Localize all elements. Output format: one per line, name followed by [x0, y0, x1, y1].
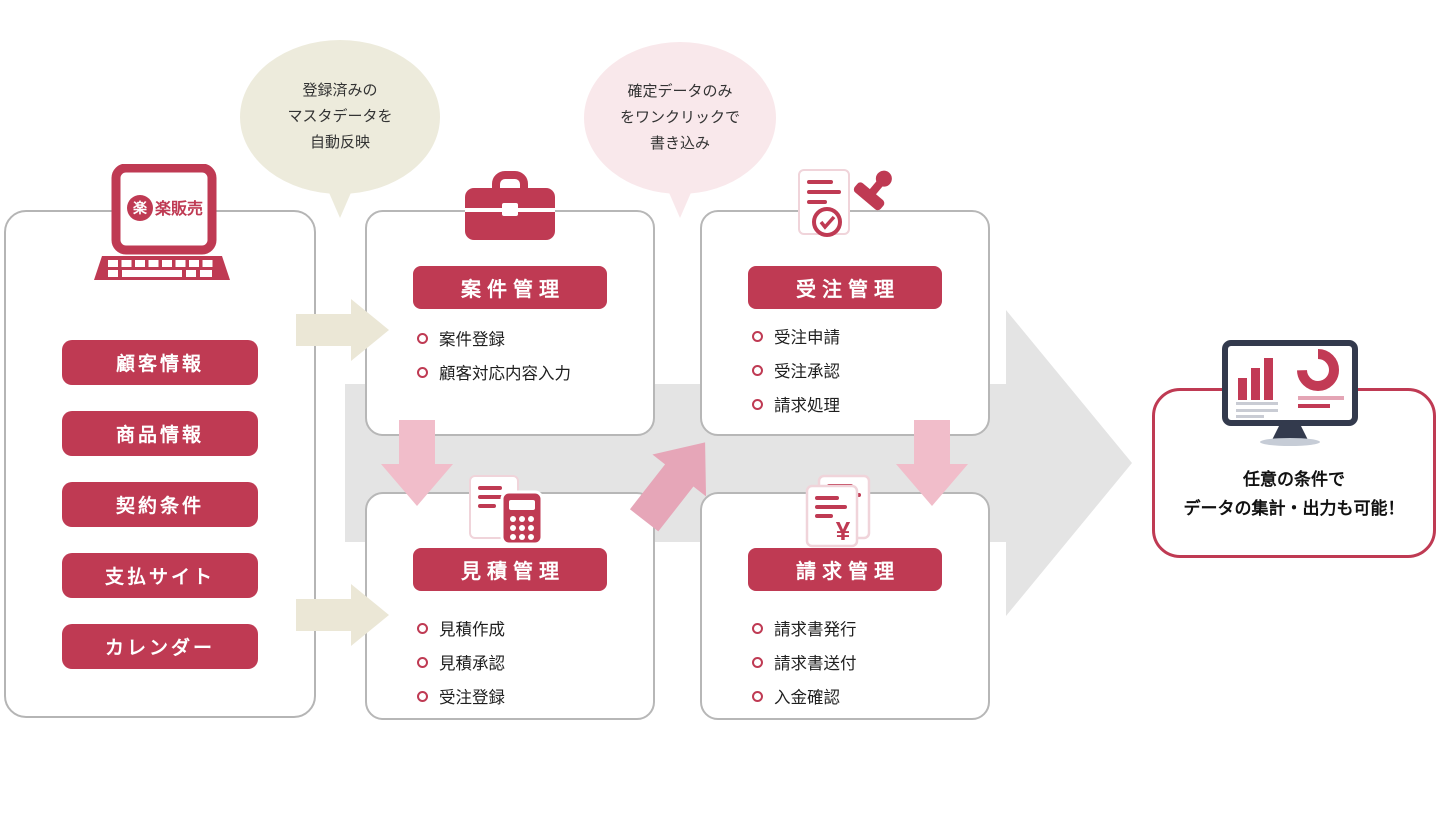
list-item: 受注承認 [752, 358, 840, 382]
list-item-label: 受注承認 [774, 363, 840, 381]
master-item-contract: 契約条件 [62, 482, 258, 527]
list-item-label: 受注登録 [439, 689, 505, 707]
list-item: 受注登録 [417, 684, 505, 708]
list-item-label: 見積承認 [439, 655, 505, 673]
bullet-circle-icon [417, 622, 428, 634]
bullet-circle-icon [417, 656, 428, 668]
list-item-label: 案件登録 [439, 331, 505, 349]
bubble-tail [327, 188, 353, 218]
bubble-line: 自動反映 [309, 134, 370, 151]
list-item-label: 請求処理 [774, 397, 840, 415]
master-item-customer: 顧客情報 [62, 340, 258, 385]
list-item-label: 顧客対応内容入力 [439, 365, 571, 383]
bullet-circle-icon [752, 330, 763, 342]
bullet-circle-icon [752, 398, 763, 410]
bubble-tail [667, 188, 693, 218]
module-title: 受注管理 [748, 266, 942, 309]
bullet-circle-icon [417, 690, 428, 702]
output-line-1: 任意の条件で [1243, 470, 1345, 489]
bullet-circle-icon [752, 690, 763, 702]
module-title: 請求管理 [748, 548, 942, 591]
module-title: 案件管理 [413, 266, 607, 309]
list-item: 請求処理 [752, 392, 840, 416]
list-item-label: 請求書発行 [774, 621, 857, 639]
list-item-label: 請求書送付 [774, 655, 857, 673]
list-item: 入金確認 [752, 684, 857, 708]
list-item: 見積承認 [417, 650, 505, 674]
master-item-product: 商品情報 [62, 411, 258, 456]
bubble-master-autoreflect: 登録済みの マスタデータを 自動反映 [240, 40, 440, 218]
list-item-label: 受注申請 [774, 329, 840, 347]
list-item-label: 見積作成 [439, 621, 505, 639]
bubble-line: 確定データのみ [627, 83, 733, 100]
laptop-icon: 楽 楽販売 [94, 164, 230, 280]
bullet-circle-icon [417, 366, 428, 378]
stamp-icon [798, 169, 892, 237]
bubble-line: 書き込み [649, 135, 710, 152]
list-item: 顧客対応内容入力 [417, 360, 571, 384]
output-line-2: データの集計・出力も可能！ [1183, 499, 1405, 518]
bubble-line: 登録済みの [302, 82, 378, 99]
module-title: 見積管理 [413, 548, 607, 591]
monitor-chart-icon [1222, 340, 1358, 446]
list-item: 請求書発行 [752, 616, 857, 640]
briefcase-icon [465, 171, 555, 240]
list-item: 請求書送付 [752, 650, 857, 674]
bullet-circle-icon [752, 656, 763, 668]
logo-mark: 楽 [132, 200, 148, 216]
list-item: 受注申請 [752, 324, 840, 348]
bubble-line: をワンクリックで [619, 109, 740, 126]
bubble-line: マスタデータを [287, 108, 393, 125]
list-item-label: 入金確認 [774, 689, 840, 707]
logo-mark-circle [127, 195, 153, 221]
yen-glyph: ¥ [836, 516, 851, 546]
list-item: 案件登録 [417, 326, 571, 350]
bullet-circle-icon [417, 332, 428, 344]
master-data-panel: 顧客情報 商品情報 契約条件 支払サイト カレンダー [4, 210, 316, 718]
master-item-payment: 支払サイト [62, 553, 258, 598]
bullet-circle-icon [752, 364, 763, 376]
module-case-management: 案件管理 案件登録 顧客対応内容入力 [365, 210, 655, 436]
calculator-icon [469, 475, 544, 546]
list-item: 見積作成 [417, 616, 505, 640]
bullet-circle-icon [752, 622, 763, 634]
master-item-calendar: カレンダー [62, 624, 258, 669]
bubble-oneclick-write: 確定データのみ をワンクリックで 書き込み [584, 42, 776, 218]
invoice-icon: ¥ [805, 474, 871, 548]
logo-text: 楽販売 [154, 199, 203, 218]
